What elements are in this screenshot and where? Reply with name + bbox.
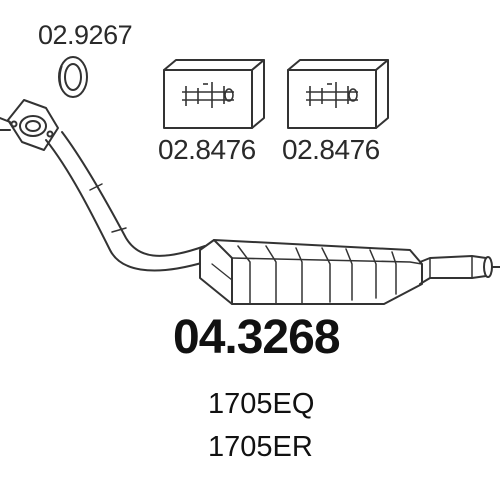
front-pipe [45,131,206,272]
vehicle-code-2: 1705ER [208,431,313,463]
vehicle-code-1: 1705EQ [208,388,315,420]
main-part-number: 04.3268 [173,311,341,364]
ring-gasket-icon [58,56,88,98]
mounting-kit-a-part-number: 02.8476 [158,134,256,165]
mounting-kit-box-icon [287,59,389,129]
gasket-part-number: 02.9267 [38,20,133,50]
mounting-kit-box-icon [163,59,265,129]
mounting-kit-b-part-number: 02.8476 [282,134,380,165]
rear-pipe [419,255,500,285]
pipe-flange [0,99,59,151]
catalytic-converter-with-pipe-icon [0,99,500,305]
converter-body [199,239,423,305]
